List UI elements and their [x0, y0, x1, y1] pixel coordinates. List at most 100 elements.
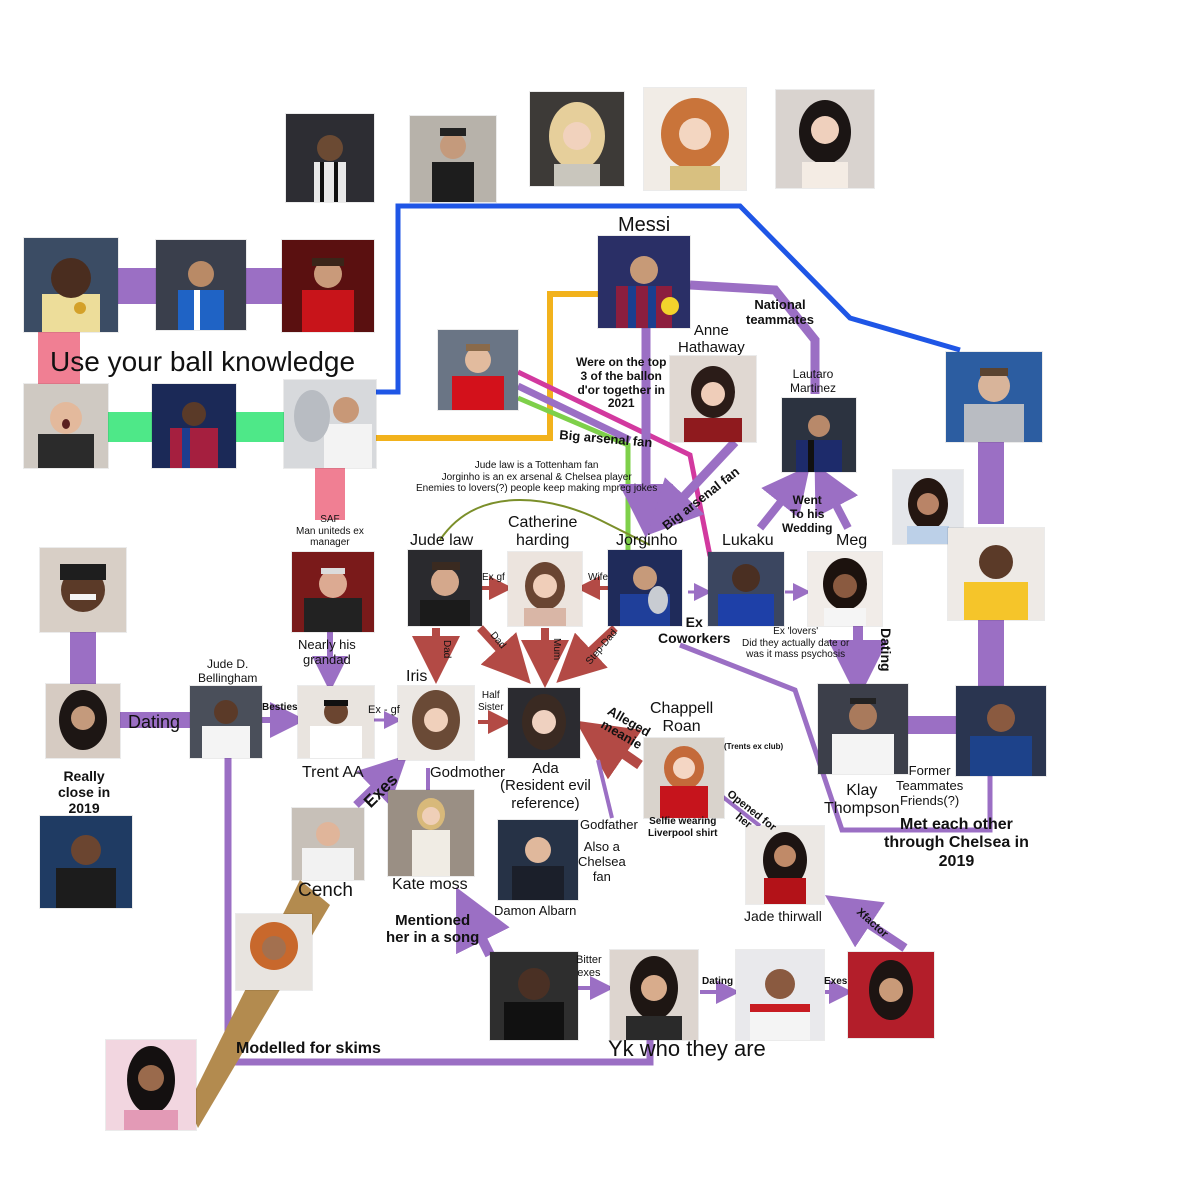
photo-chappell-roan	[644, 738, 724, 818]
photo-nicole-scherzinger	[848, 952, 934, 1038]
rel-wife: Wife	[588, 572, 608, 583]
label-meg: Meg	[836, 532, 868, 549]
link-meg-lautaro	[814, 463, 859, 530]
link-nicole-jade	[824, 895, 908, 952]
label-kate-moss: Kate moss	[392, 876, 468, 893]
rel-selfie-liverpool: Selfie wearing Liverpool shirt	[648, 816, 718, 839]
photo-lukaku	[708, 552, 784, 626]
photo-ada	[508, 688, 580, 758]
label-trent: Trent AA	[302, 764, 364, 781]
link-purple-arsenal	[516, 382, 632, 444]
rel-ex-gf-2: Ex - gf	[368, 704, 400, 716]
label-jorginho: Jorginho	[616, 532, 678, 549]
photo-kim-kardashian	[610, 950, 698, 1040]
rel-dating-vertical: Dating	[878, 628, 894, 672]
link-olive-curve	[439, 499, 651, 546]
photo-lautaro-martinez	[782, 398, 856, 472]
rel-bitter-exes: Bitter exes	[576, 954, 602, 979]
link-dad-ada	[477, 625, 531, 684]
link-cap-girl	[70, 632, 96, 684]
rel-met-through-chelsea: Met each other through Chelsea in 2019	[884, 816, 1029, 870]
photo-porto-player	[156, 240, 246, 330]
photo-arsenal-player	[438, 330, 518, 410]
label-damon-albarn: Damon Albarn	[494, 903, 577, 918]
photo-barcelona-celebrating	[152, 384, 236, 468]
rel-went-to-wedding: Went To his Wedding	[782, 493, 833, 535]
link-luka-lebron	[978, 442, 1004, 524]
link-skims	[224, 758, 654, 1066]
link-girl-bellingham	[120, 712, 192, 728]
label-lautaro: Lautaro Martinez	[790, 367, 837, 395]
page-title: Use your ball knowledge	[50, 346, 356, 377]
photo-man-in-cap	[40, 548, 126, 632]
photo-trent-aa	[298, 686, 374, 758]
photo-iris	[398, 686, 474, 760]
rel-dating-left: Dating	[128, 712, 181, 732]
link-ada-damon	[596, 759, 614, 819]
rel-exes-bottom: Exes	[824, 976, 848, 987]
photo-top-suited-man	[410, 116, 496, 202]
photo-lewis-hamilton	[736, 950, 824, 1040]
label-messi: Messi	[618, 214, 671, 236]
label-klay-thompson: Klay Thompson	[824, 782, 900, 818]
photo-catherine-harding	[508, 552, 582, 626]
photo-jude-bellingham	[190, 686, 262, 758]
photo-luka-doncic	[946, 352, 1042, 442]
rel-jude-law-note: Jude law is a Tottenham fan Jorginho is …	[416, 460, 658, 494]
photo-man-with-medal	[24, 238, 118, 332]
label-chappell-roan: Chappell Roan	[650, 700, 714, 736]
rel-ballon-dor: Were on the top 3 of the ballon d'or tog…	[576, 355, 667, 411]
label-jude-bellingham: Jude D. Bellingham	[198, 657, 258, 685]
link-purple-top-1	[116, 268, 158, 304]
rel-mum: Mum	[551, 638, 562, 661]
rel-also-chelsea-fan: Also a Chelsea fan	[578, 839, 626, 884]
photo-shocked-man	[24, 384, 108, 468]
rel-ex-coworkers: Ex Coworkers	[658, 614, 731, 647]
link-kanye-katemoss	[456, 887, 510, 958]
photo-stephen-curry	[956, 686, 1046, 776]
rel-godmother: Godmother	[430, 764, 506, 781]
photo-dark-haired-woman-left	[46, 684, 120, 758]
photo-top-juventus-player	[286, 114, 374, 202]
link-national	[689, 280, 820, 394]
photo-lebron-james	[948, 528, 1044, 620]
rel-godfather: Godfather	[580, 817, 638, 832]
link-stepdad-ada	[556, 625, 618, 683]
photo-meg	[808, 552, 882, 626]
rel-ex-gf: Ex gf	[482, 572, 505, 583]
rel-dating-bottom: Dating	[702, 976, 734, 987]
label-ada: Ada (Resident evil reference)	[500, 760, 591, 812]
photo-damon-albarn	[498, 820, 578, 900]
rel-yk-who: Yk who they are	[608, 1036, 766, 1061]
rel-former-teammates: Former Teammates Friends(?)	[896, 763, 964, 808]
label-catherine-harding: Catherine harding	[508, 514, 578, 550]
rel-modelled-skims: Modelled for skims	[236, 1040, 381, 1057]
link-klay-curry	[905, 716, 957, 734]
photo-kanye	[490, 952, 578, 1040]
photo-jade-thirlwall	[746, 826, 824, 904]
label-saf: SAF Man uniteds ex manager	[296, 514, 364, 548]
link-anne-jorginho	[647, 438, 739, 536]
label-anne-hathaway: Anne Hathaway	[678, 322, 745, 357]
photo-sir-alex-ferguson	[292, 552, 374, 632]
label-cench: Cench	[298, 880, 353, 901]
photo-cench	[292, 808, 364, 880]
rel-dad-1: Dad	[441, 640, 452, 659]
photo-messi	[598, 236, 690, 328]
link-purple-top-2	[244, 268, 284, 304]
photo-kate-moss	[388, 790, 474, 876]
link-pink-left	[38, 330, 80, 384]
photo-top-dark-haired-woman	[776, 90, 874, 188]
photo-manutd-player	[282, 240, 374, 332]
label-iris: Iris	[406, 668, 428, 685]
link-green-2	[234, 412, 284, 442]
link-chappell-ada	[575, 720, 643, 780]
link-lukaku-lautaro	[756, 465, 810, 531]
photo-jude-law	[408, 550, 482, 626]
photo-anne-hathaway	[670, 356, 756, 442]
label-lukaku: Lukaku	[722, 532, 774, 549]
photo-ronaldo-trophy	[284, 380, 376, 468]
photo-lamelo	[40, 816, 132, 908]
photo-klay-thompson	[818, 684, 908, 774]
